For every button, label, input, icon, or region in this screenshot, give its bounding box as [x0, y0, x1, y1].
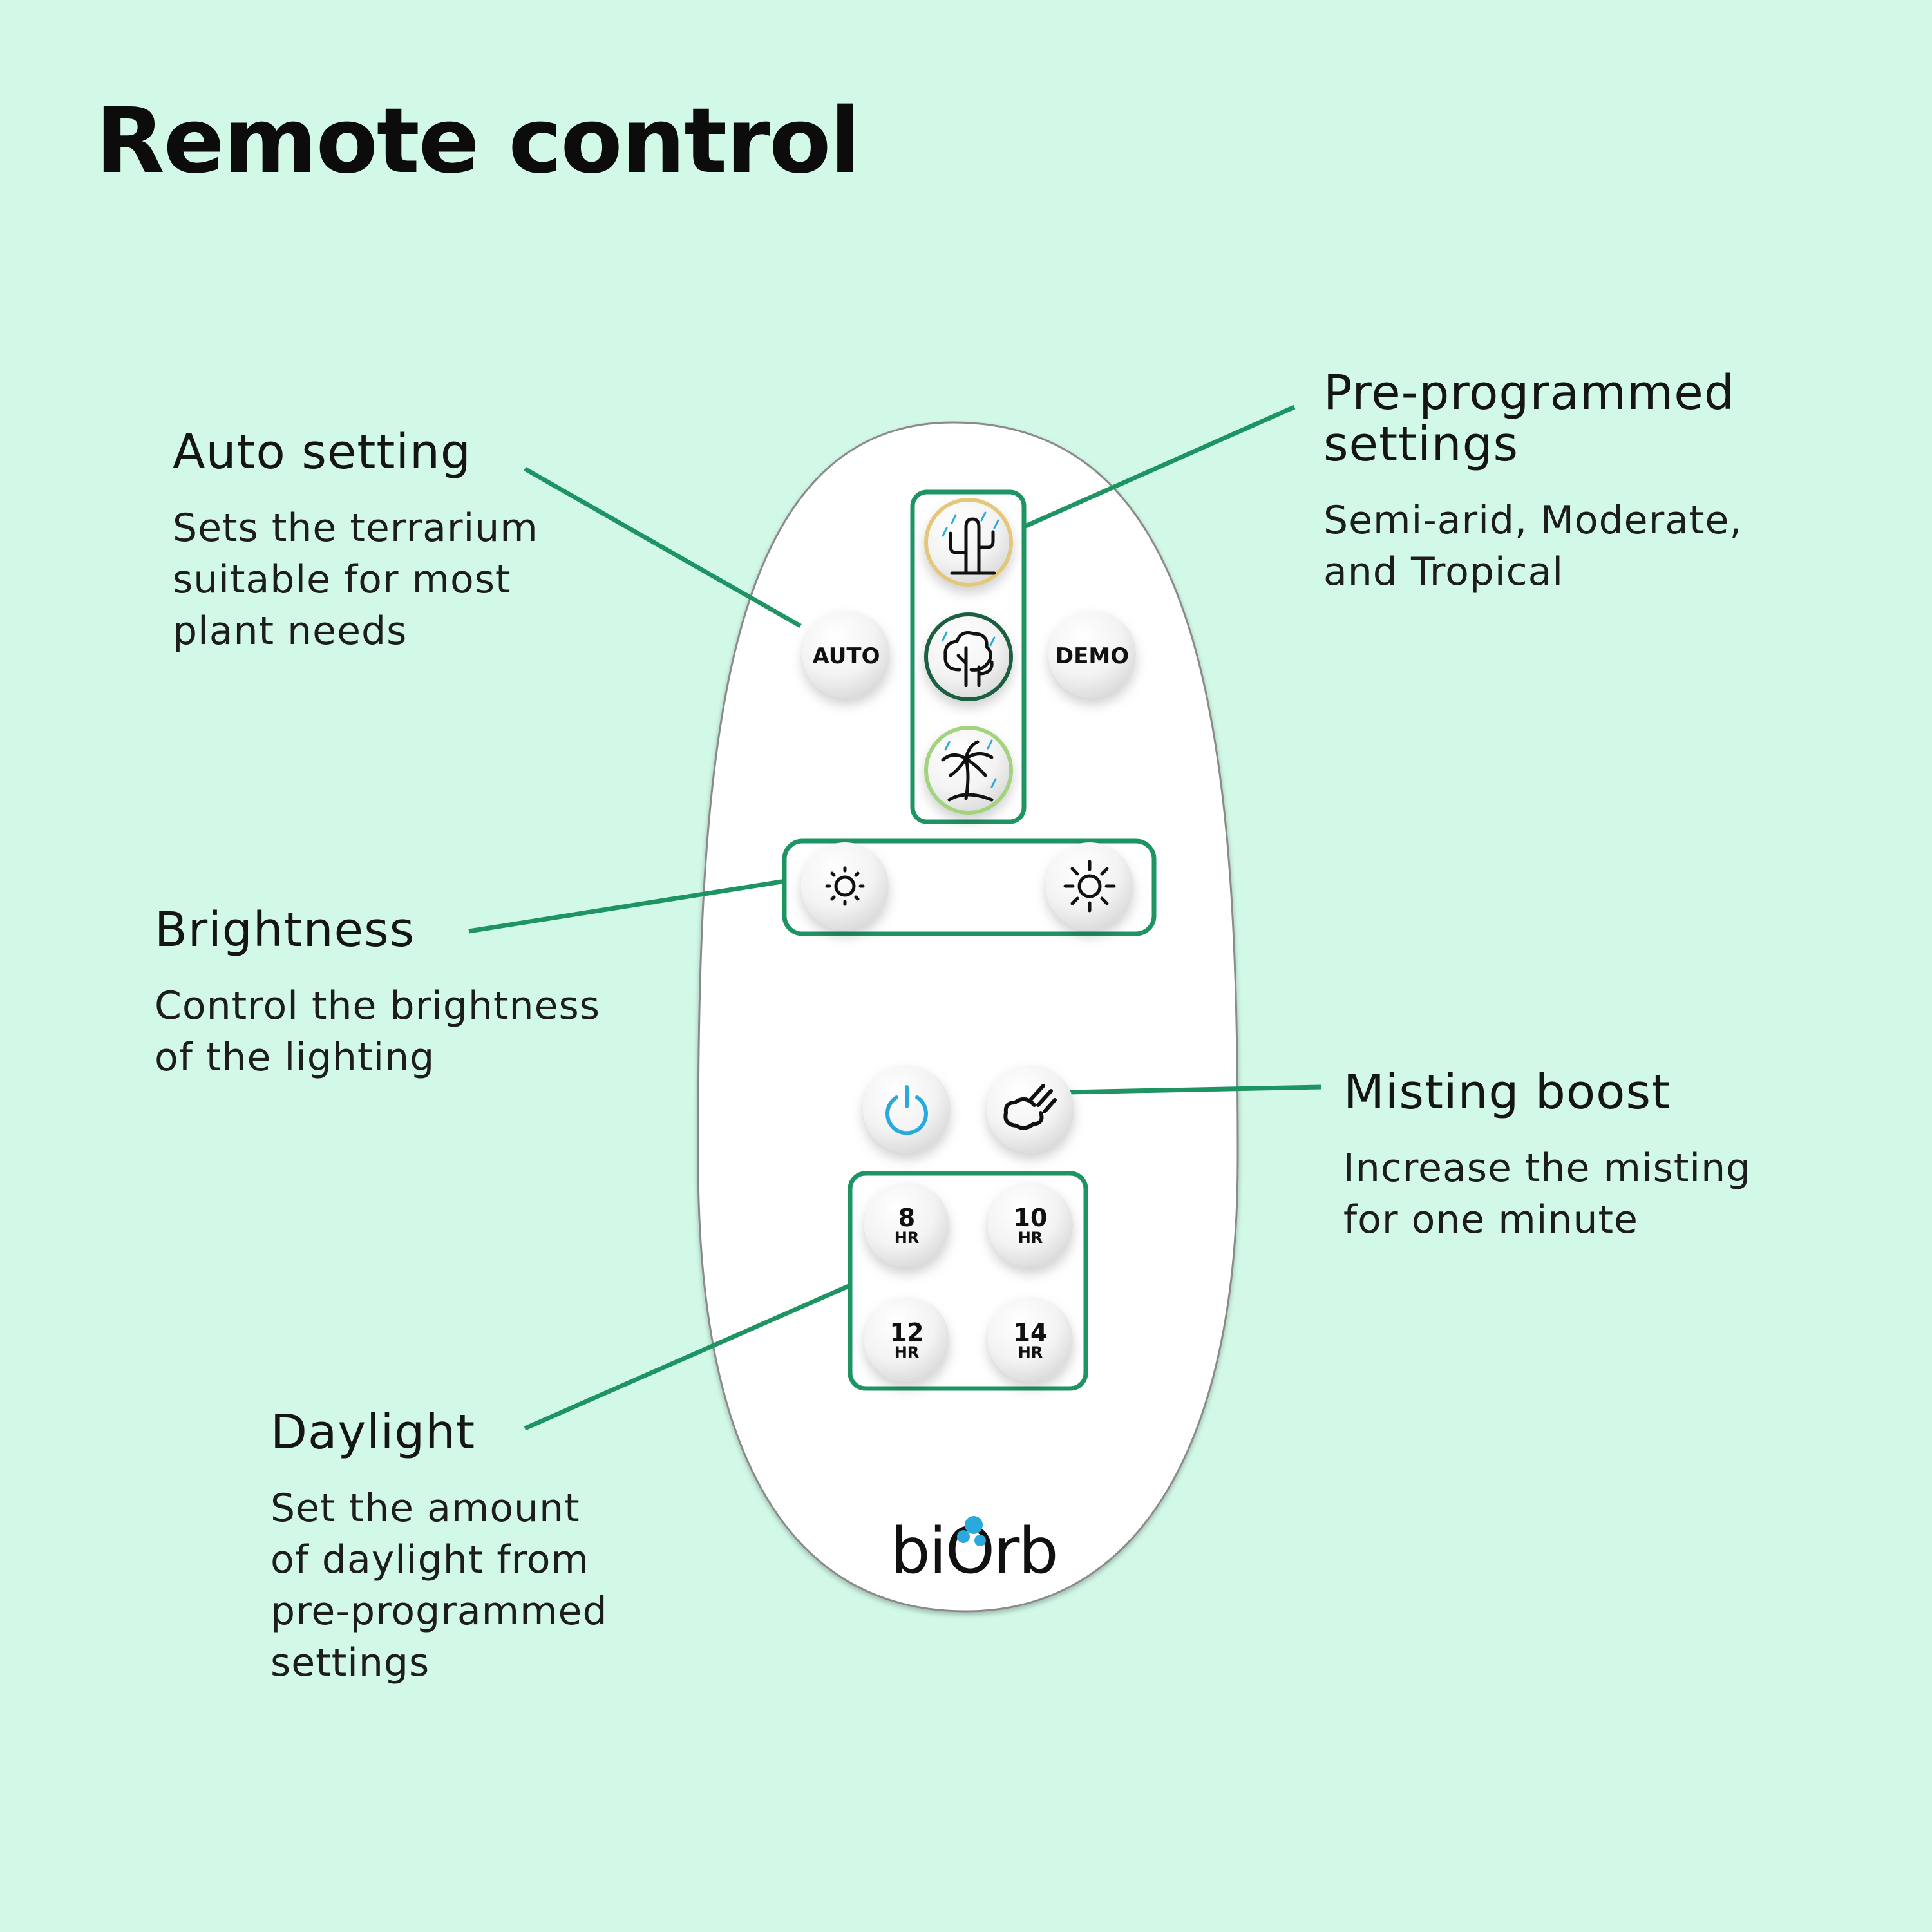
highlight-box-daylight	[848, 1171, 1088, 1391]
callout-heading: Daylight	[270, 1405, 476, 1460]
callout-brightness: Brightness Control the brightness of the…	[155, 904, 708, 1083]
moderate-button[interactable]	[924, 612, 1013, 701]
daylight-unit: HR	[1018, 1343, 1043, 1361]
tropical-button[interactable]	[924, 726, 1013, 815]
callout-description: Increase the misting for one minute	[1343, 1146, 1752, 1242]
daylight-14hr-button[interactable]: 14 HR	[988, 1297, 1073, 1382]
daylight-value: 8	[898, 1204, 915, 1232]
bubble-icon	[957, 1516, 986, 1546]
sun-dim-icon	[825, 866, 865, 906]
power-button[interactable]	[863, 1065, 951, 1153]
daylight-value: 14	[1014, 1318, 1048, 1347]
leader-line-auto	[524, 466, 802, 629]
callout-description: Semi-arid, Moderate, and Tropical	[1323, 498, 1743, 594]
remote-body	[697, 421, 1239, 1613]
daylight-8hr-button[interactable]: 8 HR	[864, 1182, 949, 1267]
demo-button[interactable]: DEMO	[1048, 611, 1136, 698]
semi-arid-button[interactable]	[924, 498, 1013, 587]
daylight-unit: HR	[1018, 1229, 1043, 1247]
daylight-12hr-button[interactable]: 12 HR	[864, 1297, 949, 1382]
callout-heading: Misting boost	[1343, 1065, 1671, 1120]
brand-logo: biOrb	[890, 1515, 1058, 1588]
brightness-down-button[interactable]	[801, 842, 889, 930]
callout-auto-setting: Auto setting Sets the terrarium suitable…	[173, 426, 623, 657]
leader-line-daylight	[524, 1283, 851, 1431]
daylight-unit: HR	[895, 1343, 920, 1361]
auto-button-label: AUTO	[813, 643, 880, 669]
leader-line-brightness	[468, 878, 786, 934]
daylight-unit: HR	[895, 1229, 920, 1247]
daylight-value: 10	[1014, 1204, 1048, 1232]
highlight-box-presets	[910, 489, 1027, 824]
misting-boost-button[interactable]	[987, 1065, 1074, 1153]
page-title: Remote control	[95, 89, 860, 194]
brightness-up-button[interactable]	[1046, 842, 1133, 930]
leader-lines	[468, 404, 1322, 1431]
callout-misting-boost: Misting boost Increase the misting for o…	[1343, 1066, 1871, 1245]
sun-bright-icon	[1063, 860, 1116, 913]
auto-button[interactable]: AUTO	[802, 611, 890, 698]
callout-heading: Pre-programmed settings	[1323, 365, 1735, 472]
callout-daylight: Daylight Set the amount of daylight from…	[270, 1406, 708, 1689]
callout-heading: Auto setting	[173, 424, 471, 480]
leader-line-misting	[1067, 1084, 1322, 1095]
callout-pre-programmed-settings: Pre-programmed settings Semi-arid, Moder…	[1323, 367, 1852, 598]
daylight-value: 12	[890, 1318, 924, 1347]
mist-icon	[1003, 1084, 1057, 1130]
daylight-10hr-button[interactable]: 10 HR	[988, 1182, 1073, 1267]
leader-line-presets	[1023, 404, 1296, 529]
demo-button-label: DEMO	[1056, 643, 1129, 669]
highlight-box-brightness	[782, 838, 1157, 936]
tree-icon	[943, 631, 994, 687]
cactus-icon	[949, 517, 996, 575]
callout-heading: Brightness	[155, 902, 415, 958]
callout-description: Control the brightness of the lighting	[155, 983, 601, 1080]
callout-description: Sets the terrarium suitable for most pla…	[173, 506, 538, 654]
power-icon	[886, 1085, 928, 1135]
palm-tree-icon	[941, 740, 994, 802]
callout-description: Set the amount of daylight from pre-prog…	[270, 1486, 608, 1685]
